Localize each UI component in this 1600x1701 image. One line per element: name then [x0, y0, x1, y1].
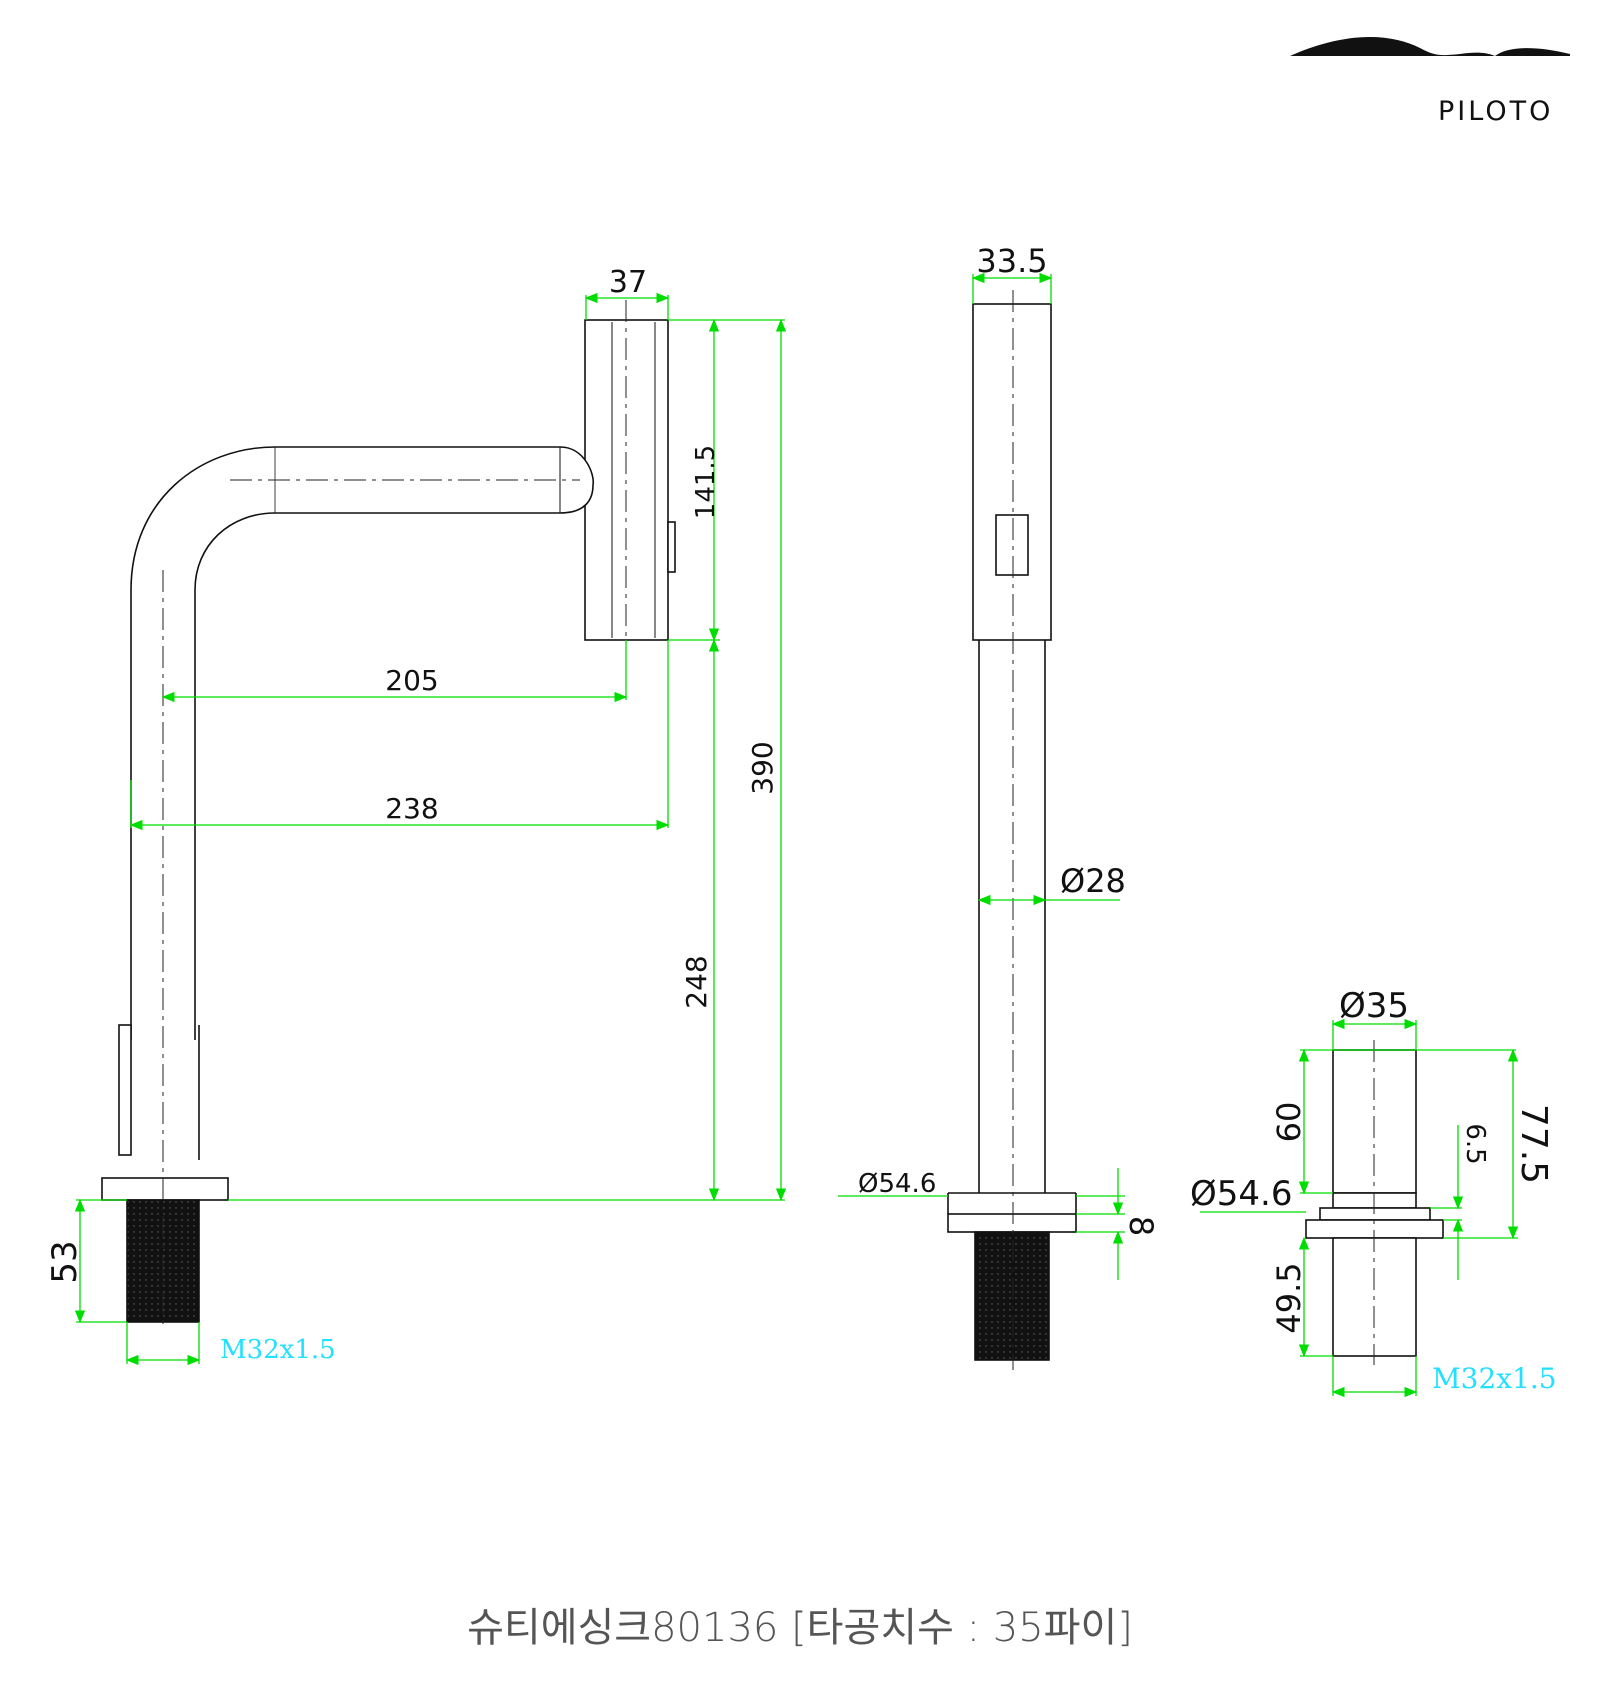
dim-detail-flange-diameter: Ø54.6: [1190, 1174, 1292, 1214]
dim-head-width: 37: [609, 265, 647, 300]
dim-lower-height: 248: [680, 955, 713, 1008]
dim-reach-center: 205: [385, 664, 438, 697]
front-view: [947, 290, 1077, 1370]
dim-pipe-diameter: Ø28: [1060, 862, 1126, 900]
detail-flange-top: [1319, 1207, 1431, 1221]
product-caption: 슈티에싱크80136 [타공치수 : 35파이]: [467, 1605, 1133, 1651]
front-view-dimensions: [838, 272, 1125, 1280]
side-view-dimensions: [74, 292, 787, 1366]
spout-arm: [130, 446, 595, 1040]
base-detail-dimensions: [1200, 1018, 1519, 1398]
side-view: [101, 300, 676, 1330]
dim-thread-length: 53: [45, 1240, 85, 1283]
front-sensor-window: [995, 514, 1029, 576]
dim-front-base-diameter: Ø54.6: [858, 1169, 936, 1199]
dim-detail-body-height: 60: [1270, 1102, 1308, 1143]
dim-head-height: 141.5: [691, 445, 721, 519]
dim-base-thickness: 8: [1122, 1216, 1160, 1236]
thread-spec-side: M32x1.5: [220, 1335, 336, 1365]
logo-text: PILOTO: [1438, 96, 1554, 127]
base-detail: [1305, 1040, 1444, 1365]
handle-lever: [118, 1024, 132, 1156]
dim-detail-ring-height: 6.5: [1460, 1123, 1490, 1164]
wave-logo-icon: [1290, 36, 1570, 56]
dim-detail-total-height: 77.5: [1513, 1104, 1554, 1184]
dim-front-head-width: 33.5: [976, 242, 1047, 280]
thread-spec-detail: M32x1.5: [1432, 1362, 1557, 1395]
dim-reach-total: 238: [385, 792, 438, 825]
front-head: [972, 303, 1052, 641]
dim-detail-body-diameter: Ø35: [1339, 986, 1409, 1026]
base-flange: [101, 1177, 229, 1201]
dim-detail-thread-length: 49.5: [1270, 1262, 1308, 1333]
front-thread-rod: [974, 1231, 1050, 1361]
piloto-logo: [1290, 36, 1570, 56]
front-base-flange: [947, 1213, 1077, 1233]
sensor-button: [667, 521, 676, 573]
dim-total-height: 390: [746, 741, 779, 794]
